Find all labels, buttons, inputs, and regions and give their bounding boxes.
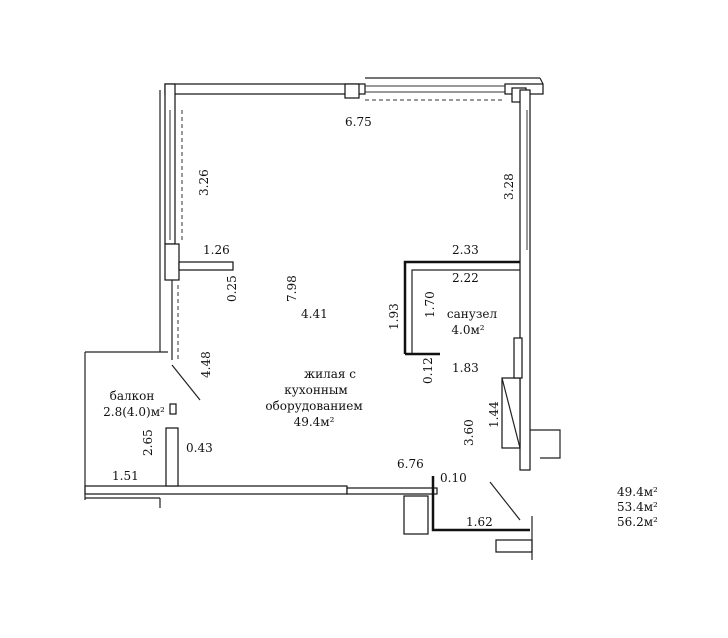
top-wall-left	[164, 83, 366, 95]
stub-arm	[178, 261, 234, 271]
dim-bottom-small: 0.10	[440, 471, 467, 485]
living-room-line3: оборудованием	[265, 399, 362, 413]
dim-top-wall: 6.75	[345, 115, 372, 129]
balcony-name: балкон	[110, 389, 155, 403]
balcony-area: 2.8(4.0)м²	[103, 405, 165, 419]
dim-room-depth: 4.41	[301, 307, 328, 321]
living-room-line1: жилая с	[304, 367, 356, 381]
bath-outer-wall	[403, 260, 520, 354]
bath-door-jamb	[513, 337, 523, 379]
total-area-with-balcony: 53.4м²	[617, 500, 658, 514]
dim-balcony-small: 0.43	[186, 441, 213, 455]
dim-bottom-wall: 6.76	[397, 457, 424, 471]
bath-fixture-diag	[501, 377, 521, 449]
entry-walls	[403, 476, 533, 560]
living-room-area: 49.4м²	[294, 415, 335, 429]
dim-entry-width: 1.62	[466, 515, 493, 529]
balcony-pier-small	[169, 403, 177, 415]
right-wall	[519, 89, 531, 471]
area-totals: 49.4м² 53.4м² 56.2м²	[617, 485, 658, 529]
bathroom-name: санузел	[447, 307, 498, 321]
dim-right-lower: 3.60	[462, 419, 476, 446]
balcony-walls	[84, 351, 179, 508]
top-corner-tick	[539, 77, 544, 85]
entry-door-swing	[489, 481, 521, 521]
bath-niche	[530, 429, 561, 459]
dimension-labels: 6.75 3.26 3.28 1.26 0.25 7.98 4.41 4.48 …	[112, 115, 516, 529]
entry-pier-left	[403, 495, 429, 535]
dim-bath-right-lower: 1.44	[487, 401, 501, 428]
dim-bath-left-inner: 1.70	[423, 291, 437, 318]
entry-pier-bottom	[495, 539, 533, 553]
dim-balcony-height: 2.65	[141, 429, 155, 456]
dim-bath-top-outer: 2.33	[452, 243, 479, 257]
dim-stub-small: 0.25	[225, 275, 239, 302]
living-room-line2: кухонным	[284, 383, 347, 397]
bathroom-area: 4.0м²	[451, 323, 484, 337]
bath-inner-wall	[411, 269, 520, 354]
outer-walls	[84, 77, 544, 499]
dim-stub-width: 1.26	[203, 243, 230, 257]
balcony-door-swing	[171, 364, 201, 401]
dim-balcony-width: 1.51	[112, 469, 139, 483]
total-area-full: 56.2м²	[617, 515, 658, 529]
entry-wall	[431, 476, 530, 532]
dim-bath-small: 0.12	[421, 357, 435, 384]
left-stub	[164, 243, 180, 281]
bathroom-walls	[403, 260, 561, 459]
dim-bath-top-inner: 2.22	[452, 271, 479, 285]
dim-right-upper: 3.28	[502, 173, 516, 200]
bottom-wall-left	[84, 485, 348, 495]
bottom-wall-mid	[346, 487, 438, 495]
dim-left-lower: 4.48	[199, 351, 213, 378]
balcony-pier	[165, 427, 179, 487]
total-living-area: 49.4м²	[617, 485, 658, 499]
room-labels: жилая с кухонным оборудованием 49.4м² са…	[103, 307, 497, 429]
top-pier-1	[344, 83, 360, 99]
dim-bath-bottom: 1.83	[452, 361, 479, 375]
dim-bath-left-outer: 1.93	[387, 303, 401, 330]
dim-room-height: 7.98	[285, 275, 299, 302]
dim-left-upper: 3.26	[197, 169, 211, 196]
